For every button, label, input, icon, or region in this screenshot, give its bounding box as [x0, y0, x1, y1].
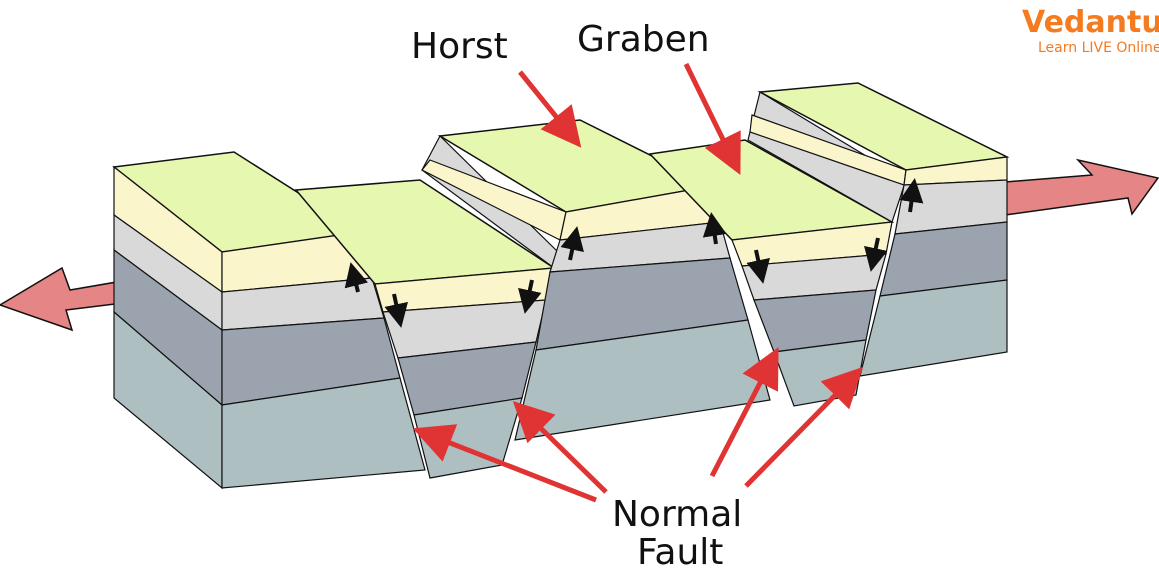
label-fault: Fault — [637, 532, 723, 573]
pointer-arrows — [412, 62, 864, 503]
tension-arrow-right — [1004, 158, 1159, 216]
pointer-fault-4 — [744, 366, 864, 488]
block-graben-1 — [294, 179, 557, 479]
motion-arrow-down — [746, 249, 770, 284]
vedantu-logo: Vedantu Learn LIVE Online — [1022, 5, 1159, 56]
label-horst: Horst — [411, 26, 508, 67]
block-right-horst — [747, 82, 1010, 377]
pointer-graben — [683, 62, 741, 175]
label-graben: Graben — [577, 19, 710, 60]
pointer-fault-2 — [512, 401, 608, 494]
logo-name: Vedantu — [1022, 5, 1159, 40]
motion-arrow-down — [384, 293, 408, 328]
motion-arrow-down — [518, 279, 542, 314]
block-center-horst — [421, 119, 771, 441]
motion-arrow-up — [702, 212, 727, 245]
motion-arrow-up — [560, 226, 584, 261]
pointer-horst — [518, 70, 582, 148]
motion-arrow-up — [344, 262, 369, 293]
logo-tagline: Learn LIVE Online — [1038, 40, 1159, 56]
motion-arrows — [344, 178, 924, 328]
motion-arrow-down — [864, 237, 888, 272]
motion-arrow-up — [899, 178, 924, 213]
label-normal: Normal — [612, 494, 742, 535]
block-left-horst — [112, 151, 426, 490]
pointer-fault-3 — [709, 347, 779, 478]
pointer-fault-1 — [412, 424, 597, 503]
